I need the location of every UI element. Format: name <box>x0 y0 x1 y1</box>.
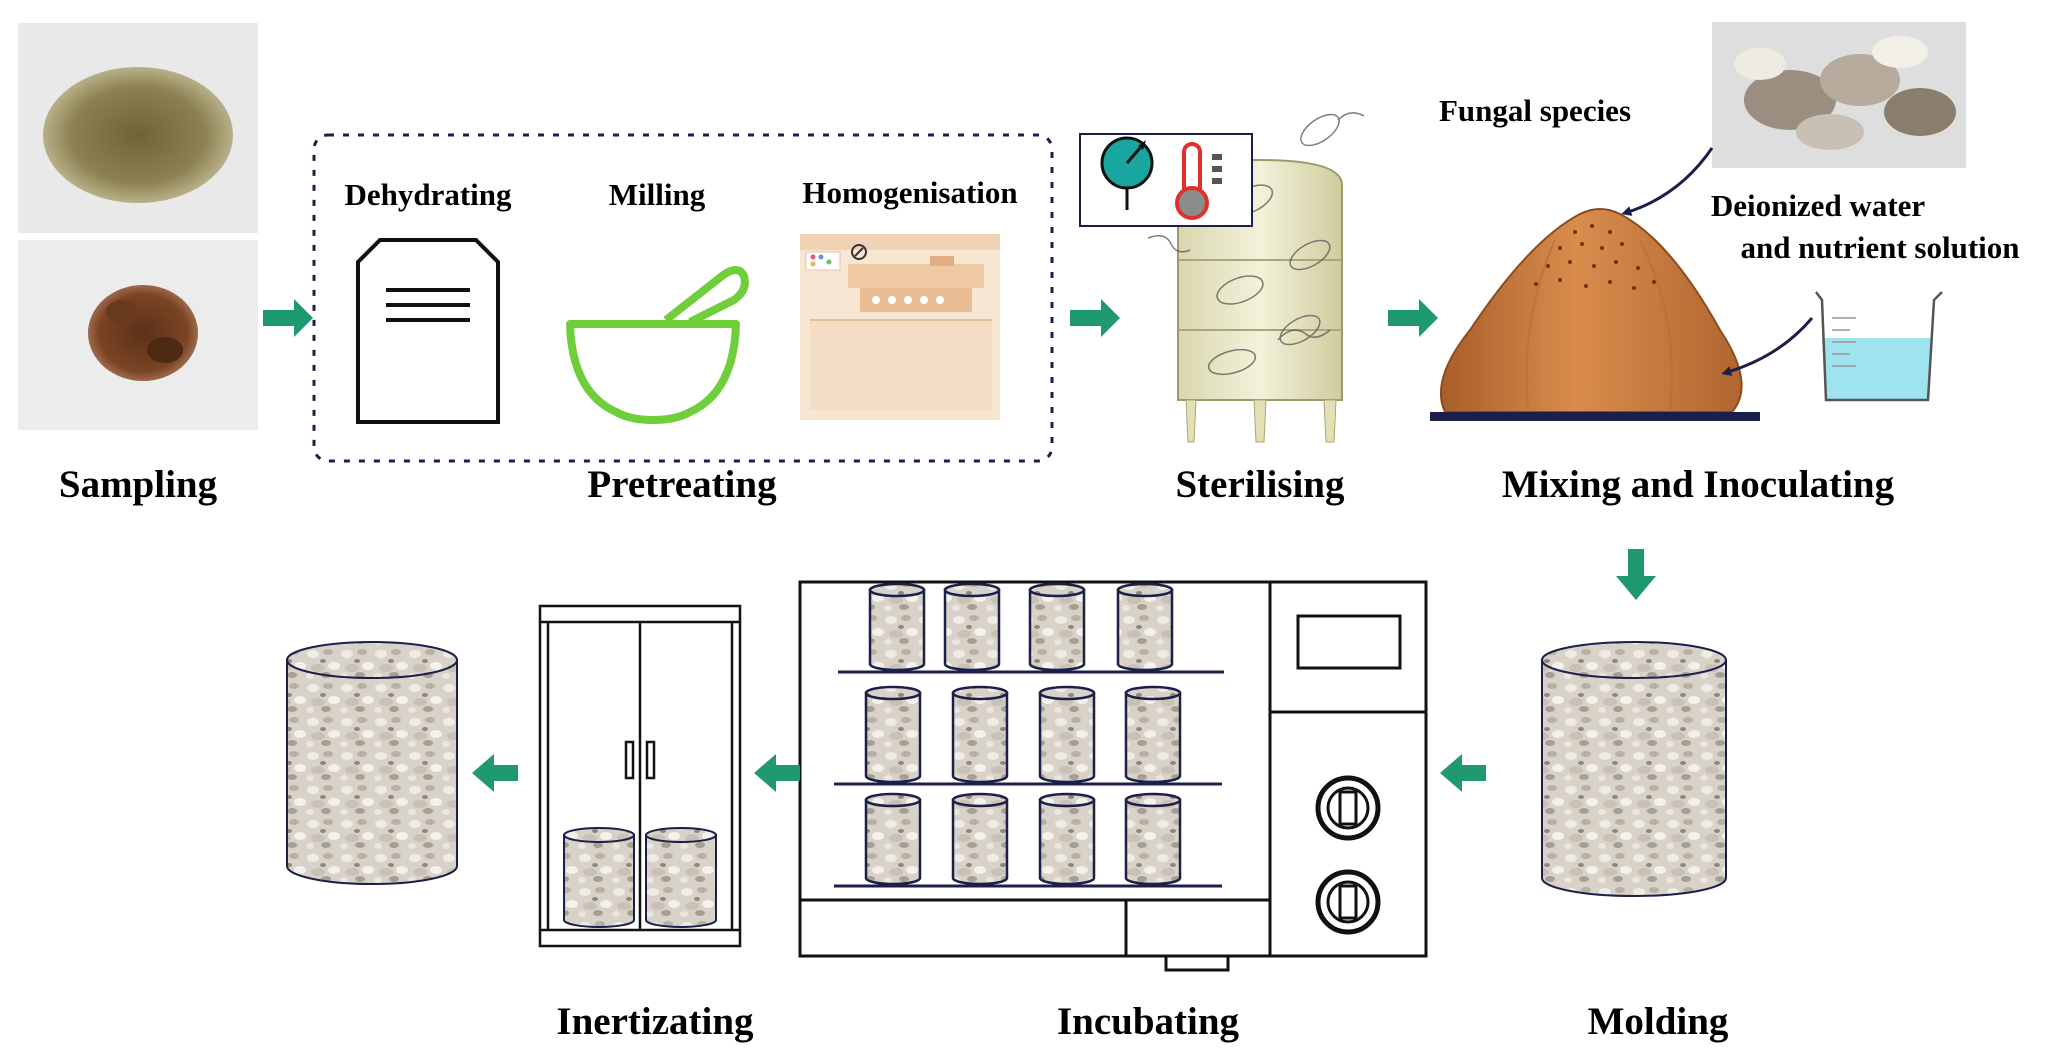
gauge-icon <box>1100 136 1154 210</box>
incubator-jar <box>1116 582 1174 672</box>
incubator-knob-2 <box>1315 869 1381 935</box>
cabinet-jars <box>563 827 717 928</box>
flow-arrow-3 <box>1388 299 1438 337</box>
incubator-jars <box>864 582 1182 886</box>
label-water-line1: Deionized water <box>1711 188 1926 223</box>
incubator-jar <box>1038 792 1096 886</box>
label-milling: Milling <box>609 177 706 212</box>
incubator-jar <box>1124 685 1182 784</box>
label-molding: Molding <box>1588 1000 1729 1043</box>
label-mixing-inoculating: Mixing and Inoculating <box>1502 463 1895 506</box>
label-fungal-species: Fungal species <box>1439 93 1631 128</box>
label-homogenisation: Homogenisation <box>802 175 1017 210</box>
homogenizer-icon <box>800 234 1000 420</box>
flow-arrow-6 <box>754 754 800 792</box>
sterilizer-panel <box>1079 133 1253 227</box>
incubator-jar <box>1028 582 1086 672</box>
flow-arrow-2 <box>1070 299 1120 337</box>
flow-arrow-7 <box>472 754 518 792</box>
final-product-cylinder <box>286 641 458 885</box>
document-icon <box>356 238 500 424</box>
incubator-jar <box>1124 792 1182 886</box>
incubator-jar <box>951 792 1009 886</box>
flow-arrow-1 <box>263 299 313 337</box>
incubator-shelves <box>834 670 1224 888</box>
label-pretreating: Pretreating <box>587 463 777 506</box>
flow-arrow-5 <box>1440 754 1486 792</box>
incubator-jar <box>864 792 922 886</box>
incubator-jar <box>1038 685 1096 784</box>
mortar-pestle-icon <box>566 266 749 424</box>
flow-arrow-4 <box>1616 549 1656 600</box>
incubator-jar <box>864 685 922 784</box>
water-arrow <box>1721 317 1814 376</box>
label-sampling: Sampling <box>59 463 218 506</box>
sampling-photos <box>18 23 258 430</box>
incubator-jar <box>951 685 1009 784</box>
label-incubating: Incubating <box>1057 1000 1240 1043</box>
molding-cylinder <box>1541 641 1727 897</box>
label-dehydrating: Dehydrating <box>344 177 512 212</box>
fungal-photo <box>1712 22 1966 168</box>
beaker-icon <box>1815 291 1943 402</box>
incubator-jar <box>868 582 926 672</box>
label-water-line2: and nutrient solution <box>1740 230 2019 265</box>
fungal-arrow <box>1621 147 1714 216</box>
thermometer-icon <box>1175 142 1222 220</box>
incubator-knob-1 <box>1315 775 1381 841</box>
label-inertizating: Inertizating <box>556 1000 754 1043</box>
substrate-mound <box>1430 208 1760 421</box>
label-sterilising: Sterilising <box>1175 463 1345 506</box>
incubator-jar <box>943 582 1001 672</box>
